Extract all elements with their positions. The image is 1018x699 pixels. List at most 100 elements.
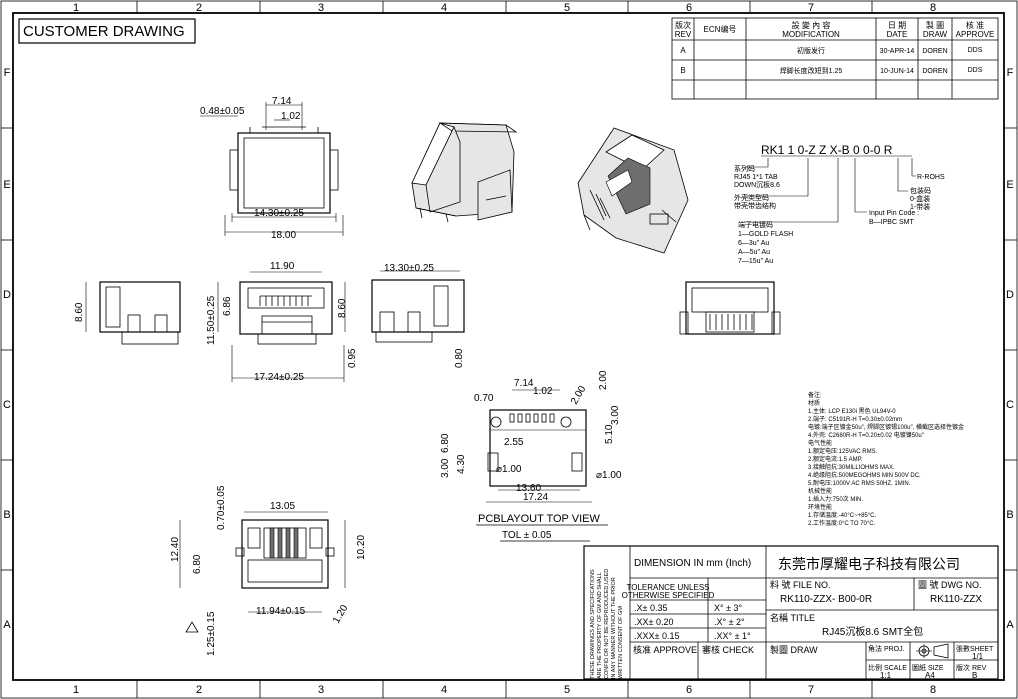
dim-label: 2.00 — [569, 384, 588, 407]
dim-label: 11.90 — [270, 261, 295, 272]
sheet-value: 1/1 — [972, 652, 984, 661]
grid-col-label: 2 — [196, 684, 202, 696]
pcb-layout-tol: TOL ± 0.05 — [502, 530, 552, 541]
title-block: THESE DRAWINGS AND SPECIFICATIONS ARE TH… — [583, 545, 999, 680]
grid-row-label: F — [1007, 67, 1014, 79]
note-line: 4.外壳: C2680R-H T=0.20±0.02 电镀镍50u" — [808, 431, 924, 439]
bottom-view-right — [679, 281, 781, 335]
rev-cell: B — [680, 66, 685, 75]
front-view-top: 7.14 1.02 0.48±0.05 14.30±0.25 18.00 — [200, 96, 344, 241]
rev-label: 版次 REV — [956, 663, 987, 672]
appr-header-en: APPROVE — [956, 30, 995, 39]
dim-label: 13.60 — [516, 483, 541, 494]
dim-label: 2.55 — [504, 437, 524, 448]
grid-row-label: E — [3, 179, 10, 191]
tolerance-title: OTHERWISE SPECIFIED — [622, 591, 715, 600]
drawing-title: RJ45沉板8.6 SMT全包 — [822, 625, 923, 638]
dim-label: 7.14 — [514, 378, 534, 389]
isometric-view-front — [577, 127, 689, 254]
notes-block: 备注: 材质 1.主体: LCP E130i 黑色 UL94V-0 2.端子: … — [808, 391, 964, 527]
note-text: B—IPBC SMT — [869, 219, 914, 226]
grid-col-label: 1 — [73, 684, 79, 696]
tolerance-value: X° ± 3° — [714, 603, 743, 613]
note-line: 机械性能 — [808, 487, 832, 495]
dim-label: 6.86 — [222, 296, 233, 316]
note-text: 1-带装 — [910, 202, 930, 211]
grid-col-label: 4 — [441, 2, 447, 14]
dim-label: 3.00 — [610, 405, 621, 425]
tolerance-title: TOLERANCE UNLESS — [627, 583, 710, 592]
mod-header-en: MODIFICATION — [782, 30, 840, 39]
isometric-view-back — [411, 122, 518, 223]
appr-cell: DDS — [968, 47, 983, 54]
statement-line: ARE THE PROPERTY OF GM AND SHALL — [597, 572, 603, 679]
dim-label: 0.95 — [347, 348, 358, 368]
dim-label: 17.24±0.25 — [254, 372, 304, 383]
dim-label: 11.94±0.15 — [256, 606, 306, 617]
side-view-right: 13.30±0.25 0.80 — [371, 263, 465, 368]
tolerance-value: .XX° ± 1° — [714, 631, 751, 641]
note-line: 备注: — [808, 391, 822, 399]
part-code: RK1 1 0-Z Z X-B 0 0-0 R 系列码 RJ45 1*1 TAB… — [734, 143, 945, 265]
dim-label: 3.00 — [440, 458, 451, 478]
draw-cell: DOREN — [922, 68, 947, 75]
approve-label: 核准 APPROVE — [633, 644, 697, 655]
rev-cell: A — [680, 46, 686, 55]
note-line: 1.主体: LCP E130i 黑色 UL94V-0 — [808, 407, 896, 415]
dim-label: 4.30 — [456, 454, 467, 474]
grid-row-label: C — [1006, 399, 1014, 411]
grid-columns: 1 2 3 4 5 6 7 8 1 2 3 4 5 6 7 8 — [73, 1, 936, 698]
note-text: R-ROHS — [917, 174, 945, 181]
note-text: Input Pin Code : — [869, 210, 919, 217]
date-cell: 10-JUN-14 — [880, 68, 914, 75]
statement-line: WRITTEN CONSENT OF GM — [618, 606, 624, 679]
appr-cell: DDS — [968, 67, 983, 74]
grid-col-label: 1 — [73, 2, 79, 14]
grid-col-label: 3 — [318, 2, 324, 14]
proj-label: 角法 PROJ. — [868, 644, 905, 653]
tolerance-value: .X° ± 2° — [714, 617, 745, 627]
check-label: 審核 CHECK — [702, 644, 754, 655]
grid-col-label: 2 — [196, 2, 202, 14]
grid-col-label: 6 — [686, 2, 692, 14]
draw-cell: DOREN — [922, 48, 947, 55]
projection-symbol-icon — [916, 643, 949, 659]
note-text: DOWN沉板8.6 — [734, 180, 780, 189]
dim-label: 10.20 — [356, 535, 367, 560]
grid-col-label: 4 — [441, 684, 447, 696]
appr-header-cn: 核 准 — [966, 20, 984, 30]
note-text: A—5u" Au — [738, 249, 770, 256]
dim-label: 12.40 — [170, 537, 181, 562]
dim-label: ⌀1.00 — [596, 470, 622, 481]
note-text: 端子电镀码 — [738, 220, 773, 229]
revision-table: 版次 REV ECN编号 設 變 內 容 MODIFICATION 日 期 DA… — [671, 17, 999, 100]
note-text: RJ45 1*1 TAB — [734, 174, 778, 181]
front-view-bottom: 13.05 0.70±0.05 12.40 6.80 10.20 11.94±0… — [170, 485, 367, 656]
note-text: 带壳带齿结构 — [734, 201, 776, 210]
note-line: 材质 — [808, 399, 820, 407]
dim-label: 7.14 — [272, 96, 292, 107]
statement-line: IN ANY MANNER WITHOUT THE PRIOR — [611, 577, 617, 679]
grid-col-label: 5 — [564, 2, 570, 14]
side-view-left: 8.60 — [74, 281, 181, 345]
scale-label: 比例 SCALE — [868, 663, 907, 672]
pcb-layout: 7.14 1.02 0.70 2.00 2.00 3.00 5.10 2.55 … — [440, 370, 622, 542]
dim-label: 13.30±0.25 — [384, 263, 434, 274]
note-text: 0-盒装 — [910, 194, 930, 203]
mod-header-cn: 設 變 內 容 — [792, 20, 831, 30]
grid-col-label: 3 — [318, 684, 324, 696]
grid-row-label: F — [4, 67, 11, 79]
note-text: 6—3u" Au — [738, 240, 769, 247]
file-label: 料 號 FILE NO. — [770, 579, 831, 590]
note-text: 1—GOLD FLASH — [738, 231, 793, 238]
dwg-no: RK110-ZZX — [930, 594, 982, 605]
dim-label: 1.02 — [533, 386, 553, 397]
ecn-header: ECN编号 — [704, 24, 737, 34]
file-no: RK110-ZZX- B00-0R — [780, 594, 872, 605]
grid-col-label: 7 — [808, 2, 814, 14]
date-header-en: DATE — [887, 30, 908, 39]
note-text: 外壳类型码 — [734, 193, 769, 202]
note-line: 1.插入力:750次 MIN. — [808, 495, 863, 503]
dim-label: 6.80 — [440, 433, 451, 453]
title-label: 名稱 TITLE — [770, 612, 815, 623]
